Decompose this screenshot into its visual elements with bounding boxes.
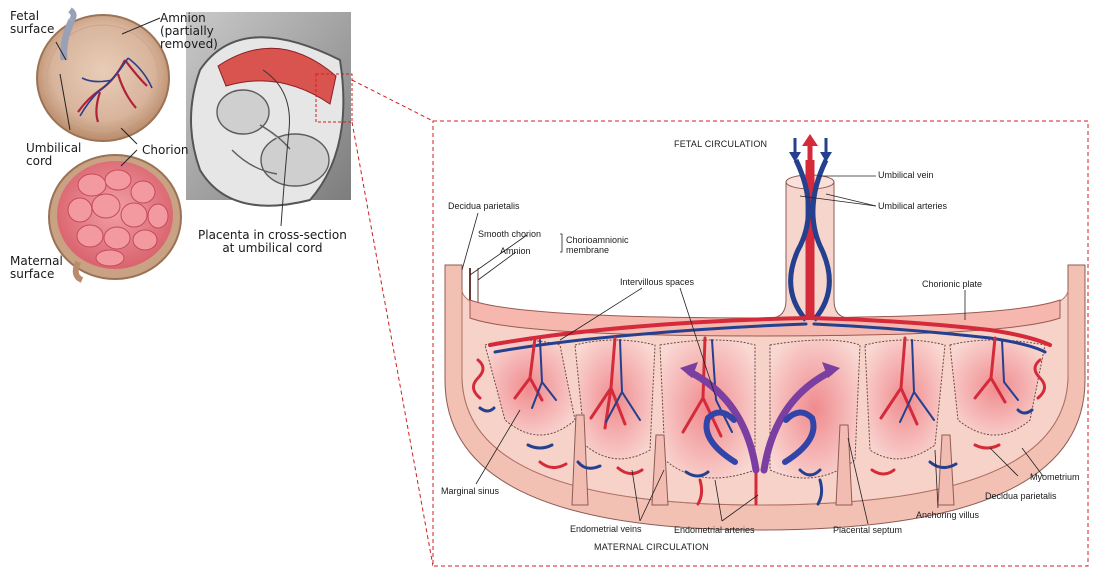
maternal-surface-illustration [49,155,181,280]
label-maternal-surface: Maternal surface [10,255,63,281]
label-fetal-circulation: FETAL CIRCULATION [674,139,767,149]
label-placental-septum: Placental septum [833,525,902,535]
label-smooth-chorion: Smooth chorion [478,229,541,239]
label-amnion: Amnion [500,246,531,256]
label-chorion: Chorion [142,144,189,157]
label-intervillous-spaces: Intervillous spaces [620,277,694,287]
zoom-connector-lines [352,80,433,566]
label-marginal-sinus: Marginal sinus [441,486,499,496]
label-placenta-cross-section: Placenta in cross-section at umbilical c… [198,229,347,255]
label-anchoring-villus: Anchoring villus [916,510,979,520]
label-umbilical-arteries: Umbilical arteries [878,201,947,211]
label-myometrium: Myometrium [1030,472,1080,482]
label-chorioamnionic-membrane: Chorioamnionic membrane [566,235,629,255]
label-umbilical-cord: Umbilical cord [26,142,81,168]
fetal-surface-illustration [37,10,169,141]
label-endometrial-veins: Endometrial veins [570,524,642,534]
label-decidua-parietalis-bottom: Decidua parietalis [985,491,1057,501]
label-maternal-circulation: MATERNAL CIRCULATION [594,542,709,552]
label-chorionic-plate: Chorionic plate [922,279,982,289]
label-amnion-partially-removed: Amnion (partially removed) [160,12,218,51]
fetal-circulation-arrows [789,134,832,162]
label-endometrial-arteries: Endometrial arteries [674,525,755,535]
label-umbilical-vein: Umbilical vein [878,170,934,180]
label-fetal-surface: Fetal surface [10,10,54,36]
label-decidua-parietalis-top: Decidua parietalis [448,201,520,211]
